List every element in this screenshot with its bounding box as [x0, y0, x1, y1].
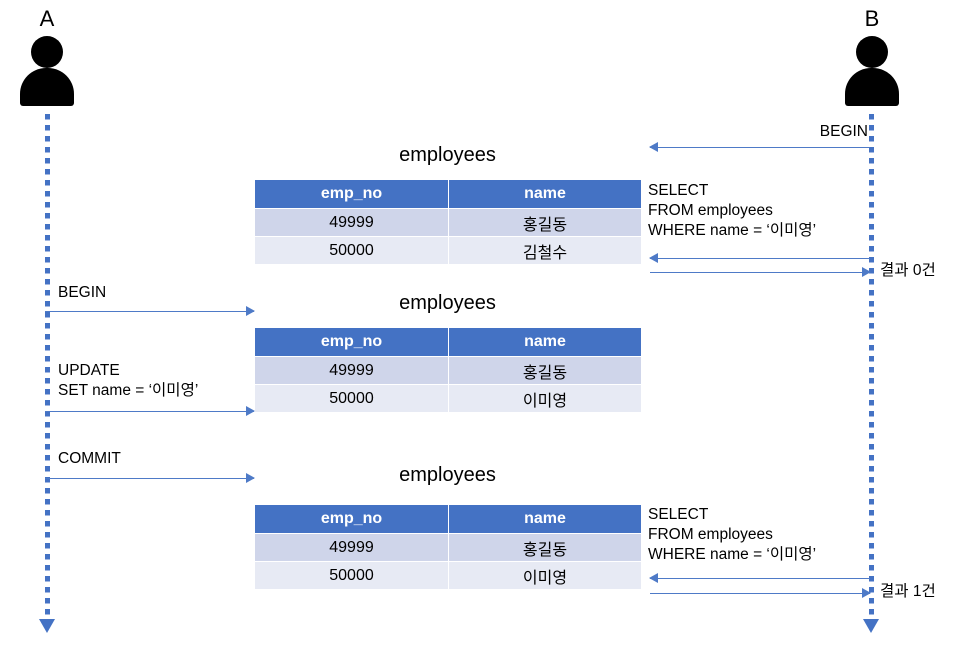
cell-emp-no: 49999: [255, 534, 448, 561]
lifeline-b-end-arrow-icon: [863, 619, 879, 633]
arrow-head-icon: [649, 142, 658, 152]
cell-name: 이미영: [449, 562, 641, 589]
table-row: 50000 김철수: [255, 237, 641, 264]
arrow-head-icon: [246, 473, 255, 483]
cell-emp-no: 49999: [255, 209, 448, 236]
column-header-emp-no: emp_no: [255, 180, 448, 208]
message-arrow-a-update: [45, 406, 255, 417]
column-header-name: name: [449, 505, 641, 533]
column-header-emp-no: emp_no: [255, 505, 448, 533]
employees-table-2: emp_no name 49999 홍길동 50000 이미영: [254, 327, 642, 413]
message-label-b-select-1: SELECT FROM employees WHERE name = ‘이미영’: [648, 182, 817, 239]
message-arrow-b-result-1: [650, 267, 871, 278]
arrow-shaft: [650, 578, 870, 579]
actor-b-body-icon: [845, 68, 899, 106]
actor-a-head-icon: [31, 36, 63, 68]
employees-table-1: emp_no name 49999 홍길동 50000 김철수: [254, 179, 642, 265]
message-arrow-a-begin: [45, 306, 255, 317]
lifeline-a: [45, 114, 50, 622]
table-title-1: employees: [399, 144, 496, 166]
table-header-row: emp_no name: [255, 180, 641, 208]
message-arrow-b-result-2: [650, 588, 871, 599]
arrow-head-icon: [862, 588, 871, 598]
message-arrow-b-select-1: [649, 253, 870, 264]
arrow-shaft: [45, 411, 254, 412]
message-label-a-commit: COMMIT: [58, 450, 121, 467]
table-row: 49999 홍길동: [255, 357, 641, 384]
message-arrow-a-commit: [45, 473, 255, 484]
table-title-3: employees: [399, 464, 496, 486]
table-row: 49999 홍길동: [255, 534, 641, 561]
actor-b-label: B: [864, 6, 880, 31]
cell-name: 김철수: [449, 237, 641, 264]
message-label-a-begin: BEGIN: [58, 284, 107, 301]
arrow-shaft: [45, 478, 254, 479]
column-header-name: name: [449, 328, 641, 356]
table-row: 50000 이미영: [255, 562, 641, 589]
cell-name: 홍길동: [449, 357, 641, 384]
arrow-shaft: [650, 258, 870, 259]
message-label-b-select-2: SELECT FROM employees WHERE name = ‘이미영’: [648, 506, 817, 563]
arrow-shaft: [45, 311, 254, 312]
arrow-head-icon: [649, 253, 658, 263]
arrow-shaft: [650, 593, 870, 594]
table-header-row: emp_no name: [255, 505, 641, 533]
message-label-b-result-2: 결과 1건: [880, 583, 936, 600]
arrow-head-icon: [246, 406, 255, 416]
cell-name: 홍길동: [449, 209, 641, 236]
cell-emp-no: 50000: [255, 237, 448, 264]
cell-name: 홍길동: [449, 534, 641, 561]
message-label-b-begin: BEGIN: [819, 123, 868, 140]
lifeline-a-end-arrow-icon: [39, 619, 55, 633]
table-title-2: employees: [399, 292, 496, 314]
column-header-emp-no: emp_no: [255, 328, 448, 356]
table-header-row: emp_no name: [255, 328, 641, 356]
table-row: 50000 이미영: [255, 385, 641, 412]
arrow-head-icon: [862, 267, 871, 277]
cell-emp-no: 49999: [255, 357, 448, 384]
actor-a: A: [17, 6, 77, 106]
table-row: 49999 홍길동: [255, 209, 641, 236]
actor-b: B: [842, 6, 902, 106]
cell-name: 이미영: [449, 385, 641, 412]
employees-table-3: emp_no name 49999 홍길동 50000 이미영: [254, 504, 642, 590]
message-arrow-b-begin: [649, 142, 870, 153]
actor-a-label: A: [39, 6, 55, 31]
arrow-shaft: [650, 147, 870, 148]
lifeline-b: [869, 114, 874, 622]
message-label-a-update: UPDATE SET name = ‘이미영’: [58, 362, 199, 399]
arrow-shaft: [650, 272, 870, 273]
message-label-b-result-1: 결과 0건: [880, 262, 936, 279]
actor-b-head-icon: [856, 36, 888, 68]
column-header-name: name: [449, 180, 641, 208]
message-arrow-b-select-2: [649, 573, 870, 584]
arrow-head-icon: [246, 306, 255, 316]
arrow-head-icon: [649, 573, 658, 583]
cell-emp-no: 50000: [255, 562, 448, 589]
cell-emp-no: 50000: [255, 385, 448, 412]
actor-a-body-icon: [20, 68, 74, 106]
